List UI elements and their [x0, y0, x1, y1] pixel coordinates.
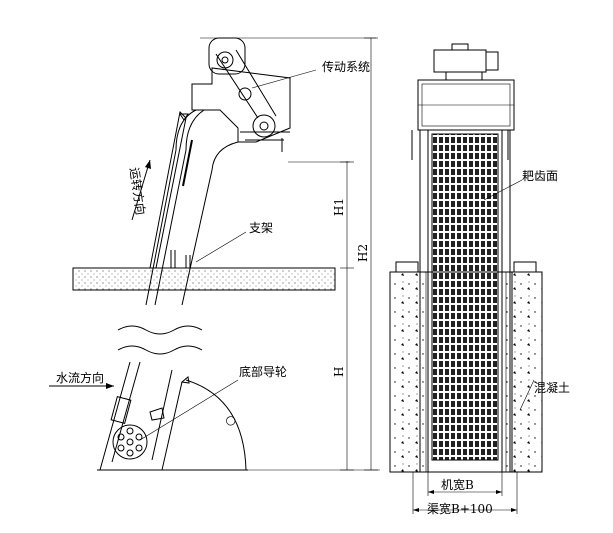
front-dimensions [412, 472, 518, 514]
dimension-h2: H2 [356, 244, 370, 262]
svg-text:○: ○ [223, 413, 240, 428]
break-line-top [117, 325, 203, 335]
concrete-channel [389, 261, 543, 473]
label-concrete: 混凝土 [534, 380, 570, 395]
bottom-guide-wheel [112, 424, 148, 460]
inclined-body-inner [181, 141, 239, 306]
break-line-bottom [117, 345, 203, 355]
dimension-h: H [332, 367, 346, 377]
label-water-flow-direction: 水流方向 [56, 370, 104, 385]
middle-sprocket [238, 87, 252, 101]
rake-chain [149, 110, 187, 269]
label-support-frame: 支架 [249, 221, 273, 235]
side-view: ○ [49, 37, 380, 471]
label-bottom-guide-wheel: 底部导轮 [239, 364, 287, 379]
label-tooth-rake-surface: 耙齿面 [522, 169, 558, 183]
support-posts [170, 250, 191, 268]
front-view [389, 43, 543, 514]
dimension-lines [200, 37, 380, 471]
front-motor [433, 49, 487, 73]
label-channel-width: 渠宽B+100 [427, 501, 493, 516]
angle-arc [185, 379, 247, 471]
ground-slab [72, 267, 336, 291]
running-direction-arrow [131, 159, 151, 221]
rake-grille [431, 133, 499, 461]
label-drive-system: 传动系统 [322, 59, 370, 74]
head-frame [191, 67, 291, 143]
label-machine-width: 机宽B [441, 477, 474, 492]
dimension-h1: H1 [332, 198, 346, 216]
drive-belt [215, 49, 277, 119]
head-sprocket [252, 114, 276, 138]
label-running-direction: 运转方向 [127, 166, 149, 216]
inclined-body-outer [145, 109, 197, 306]
